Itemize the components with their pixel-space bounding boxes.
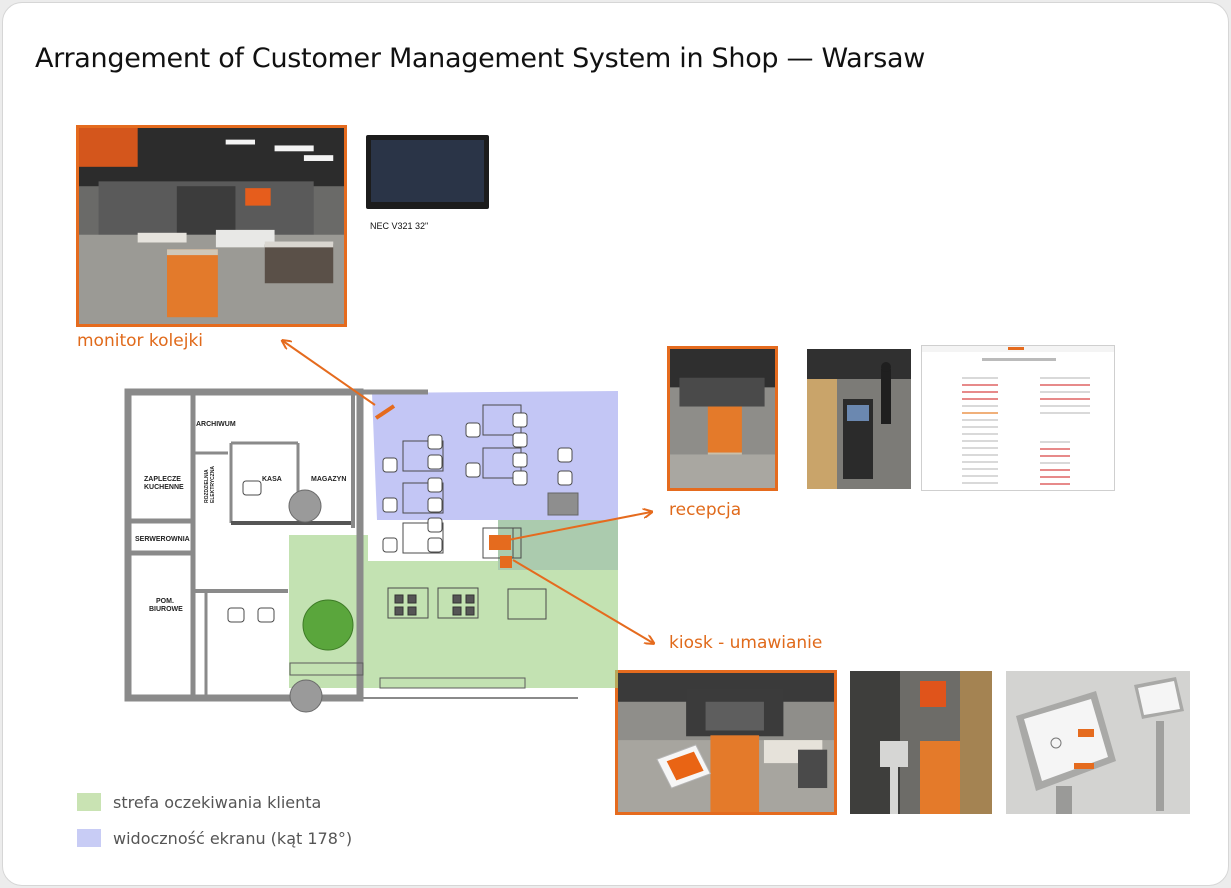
nec-monitor-image <box>366 135 489 209</box>
legend-swatch-visibility <box>77 829 101 847</box>
page-title: Arrangement of Customer Management Syste… <box>35 43 926 74</box>
kiosk-photo-2 <box>850 671 992 814</box>
label-monitor-queue: monitor kolejki <box>77 331 204 351</box>
room-server: SERWEROWNIA <box>135 536 190 543</box>
reception-photo-2 <box>807 349 911 489</box>
monitor-caption: NEC V321 32" <box>370 221 429 231</box>
legend-label-visibility: widoczność ekranu (kąt 178°) <box>113 829 353 848</box>
reception-photo-1 <box>667 346 778 491</box>
room-archive: ARCHIWUM <box>196 421 236 428</box>
kiosk-photo-1 <box>615 670 837 815</box>
label-kiosk: kiosk - umawianie <box>669 633 823 653</box>
room-kitchen-1: ZAPLECZE <box>144 476 181 483</box>
room-cashier: KASA <box>262 476 282 483</box>
legend-swatch-waiting <box>77 793 101 811</box>
label-reception: recepcja <box>669 500 742 520</box>
room-electrical-2: ELEKTRYCZNA <box>210 466 216 503</box>
monitor-queue-photo <box>76 125 347 327</box>
room-storage: MAGAZYN <box>311 476 346 483</box>
room-office-2: BIUROWE <box>149 606 183 613</box>
room-office-1: POM. <box>156 598 174 605</box>
kiosk-render <box>1006 671 1190 814</box>
reception-screen-mockup <box>921 345 1115 491</box>
room-kitchen-2: KUCHENNE <box>144 484 184 491</box>
room-electrical-1: ROZDZIELNIA <box>204 469 210 503</box>
floor-plan: ARCHIWUM ZAPLECZE KUCHENNE KASA MAGAZYN … <box>98 363 620 723</box>
legend-label-waiting: strefa oczekiwania klienta <box>113 793 322 812</box>
